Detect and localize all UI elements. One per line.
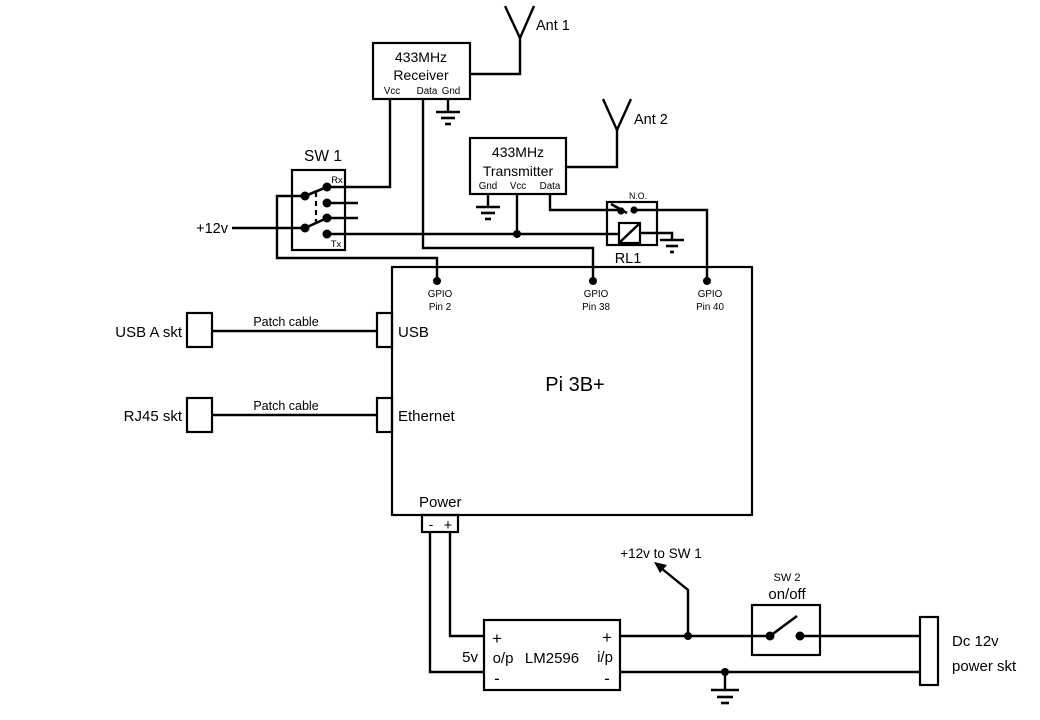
pi-power-connector	[420, 513, 460, 534]
lm2596-module: 5v + o/p LM2596 i/p + - -	[462, 618, 622, 692]
usb-patch-cable-label: Patch cable	[253, 315, 318, 329]
sw2-box	[750, 603, 822, 657]
rj45-socket-label: RJ45 skt	[124, 408, 183, 425]
dc-socket-label-2: power skt	[952, 658, 1017, 675]
sw1-tx-label: Tx	[331, 239, 342, 250]
antenna-2: Ant 2	[565, 98, 668, 169]
pi-ethernet-label: Ethernet	[398, 408, 456, 425]
sw2-mode-label: on/off	[768, 586, 806, 603]
transmitter-title-1: 433MHz	[492, 144, 544, 160]
note-12v-to-sw1: +12v to SW 1	[620, 546, 702, 636]
receiver-module: 433MHz Receiver Vcc Data Gnd	[371, 41, 472, 101]
gpio40-pin-dot	[703, 277, 711, 285]
sw1-box	[290, 168, 347, 252]
transmitter-title-2: Transmitter	[483, 163, 554, 179]
pi-power-plus: +	[444, 518, 452, 534]
receiver-pin-data: Data	[417, 86, 438, 97]
gpio2-label-1: GPIO	[428, 289, 453, 300]
usb-a-socket: USB A skt Patch cable	[115, 311, 377, 349]
receiver-pin-gnd: Gnd	[442, 86, 461, 97]
gpio2-pin-dot	[433, 277, 441, 285]
ground-symbol-relay	[660, 238, 684, 254]
plus-12v-label: +12v	[196, 221, 229, 237]
dc-socket-label-1: Dc 12v	[952, 633, 999, 650]
lm2596-output-plus: +	[492, 629, 502, 648]
gpio38-label-2: Pin 38	[582, 302, 610, 313]
rj45-patch-cable-label: Patch cable	[253, 399, 318, 413]
transmitter-pin-data: Data	[540, 181, 561, 192]
lm2596-output-label: o/p	[493, 650, 514, 667]
note-12v-label: +12v to SW 1	[620, 546, 701, 561]
sw1-rx-label: Rx	[331, 175, 343, 186]
transmitter-module: 433MHz Transmitter Gnd Vcc Data	[468, 136, 568, 196]
dc-power-socket: Dc 12v power skt	[918, 615, 1017, 687]
pi-board: Pi 3B+ GPIO Pin 2 GPIO Pin 38 GPIO Pin 4…	[375, 265, 754, 534]
ground-symbol-receiver	[436, 110, 460, 126]
sw1-pole1-lever	[304, 185, 328, 198]
lm2596-output-minus: -	[494, 669, 500, 688]
gpio2-label-2: Pin 2	[429, 302, 451, 313]
note-arrow-line	[660, 567, 690, 636]
relay-coil-diagonal	[618, 222, 641, 244]
receiver-box	[371, 41, 472, 101]
antenna-1-label: Ant 1	[536, 18, 570, 34]
transmitter-data-to-relay-wire	[548, 194, 619, 212]
pi-power-plus-wire	[448, 532, 484, 638]
dc-socket-box	[918, 615, 940, 687]
usb-a-socket-label: USB A skt	[115, 324, 183, 341]
relay-to-gpio40-wire	[634, 208, 709, 281]
sw2-title: SW 2	[774, 572, 801, 584]
pi-power-minus-wire	[428, 532, 484, 674]
relay-no-label: N.O.	[629, 191, 647, 201]
rj45-socket: RJ45 skt Patch cable	[124, 396, 377, 434]
lm2596-5v-label: 5v	[462, 649, 478, 666]
receiver-vcc-to-sw1-wire	[327, 99, 392, 189]
antenna-2-left-arm	[601, 98, 619, 131]
lm2596-box	[482, 618, 622, 692]
sw2-lever	[769, 614, 798, 638]
pi-power-label: Power	[419, 494, 462, 511]
relay-coil-gnd-wire	[640, 231, 674, 240]
lm2596-name: LM2596	[525, 650, 579, 667]
pi-usb-label: USB	[398, 324, 429, 341]
gpio40-label-2: Pin 40	[696, 302, 724, 313]
note-arrow-head	[654, 562, 667, 573]
receiver-pin-vcc: Vcc	[384, 86, 400, 97]
pi-box	[390, 265, 754, 517]
antenna-1-right-arm	[518, 5, 536, 39]
sw1-title: SW 1	[304, 148, 342, 165]
antenna-2-label: Ant 2	[634, 112, 668, 128]
relay-name-label: RL1	[615, 251, 642, 267]
ground-symbol-transmitter	[476, 205, 500, 221]
antenna-1-left-arm	[503, 5, 522, 39]
gpio38-pin-dot	[589, 277, 597, 285]
antenna-1-feed-wire	[470, 38, 522, 76]
transmitter-pin-vcc: Vcc	[510, 181, 526, 192]
lm2596-input-minus: -	[604, 669, 610, 688]
lm2596-input-label: i/p	[597, 649, 613, 666]
lm2596-input-plus: +	[602, 628, 612, 647]
gpio40-label-1: GPIO	[698, 289, 723, 300]
relay-box	[605, 200, 659, 247]
antenna-1: Ant 1	[470, 5, 570, 76]
ground-symbol-bottom	[711, 688, 739, 705]
transmitter-pin-gnd: Gnd	[479, 181, 498, 192]
receiver-title-1: 433MHz	[395, 49, 447, 65]
antenna-2-feed-wire	[565, 130, 619, 169]
sw1-pole1-to-gpio2-wire	[275, 194, 439, 281]
junction-dot	[513, 230, 521, 238]
receiver-title-2: Receiver	[393, 67, 449, 83]
gpio38-label-1: GPIO	[584, 289, 609, 300]
receiver-data-to-gpio38-wire	[421, 99, 595, 281]
relay-contact-lever	[610, 202, 628, 215]
pi-power-minus: -	[429, 516, 434, 532]
pi-title: Pi 3B+	[545, 374, 604, 396]
antenna-2-right-arm	[615, 98, 633, 131]
